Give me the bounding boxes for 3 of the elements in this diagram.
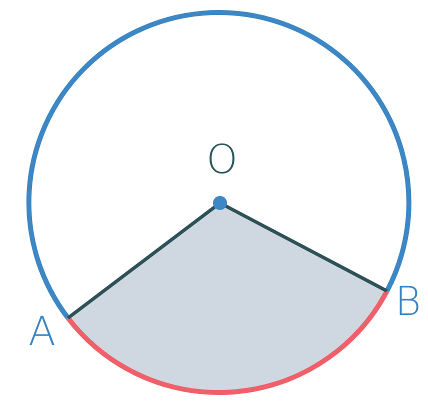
point-label: B bbox=[394, 282, 422, 322]
point-label: A bbox=[28, 312, 56, 352]
center-label: O bbox=[206, 140, 238, 180]
